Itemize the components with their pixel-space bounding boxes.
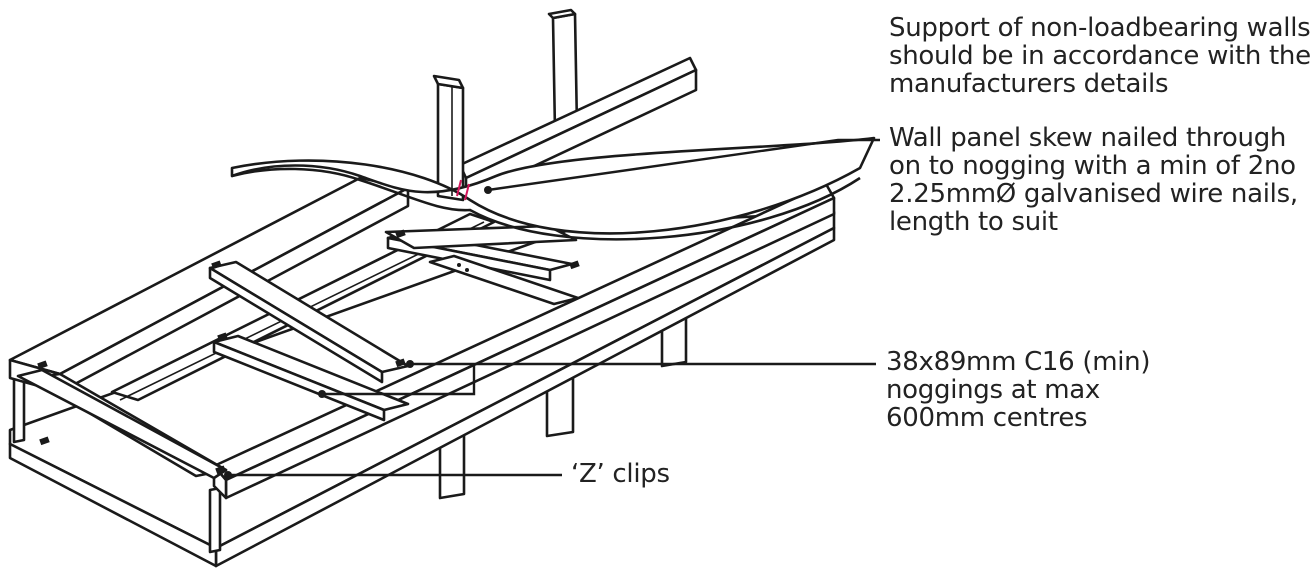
wall-stud-front xyxy=(432,74,465,202)
nogging-note-line: 38x89mm C16 (min) xyxy=(886,347,1151,377)
support-note-line: should be in accordance with the xyxy=(889,41,1311,71)
wall-panel-note-line: 2.25mmØ galvanised wire nails, xyxy=(889,179,1298,209)
skew-nail-marks xyxy=(456,179,470,201)
nogging-note-label: 38x89mm C16 (min) noggings at max 600mm … xyxy=(886,347,1151,433)
nogging-note-line: noggings at max xyxy=(886,375,1100,405)
z-clips xyxy=(37,229,580,475)
wall-panel-note-line: Wall panel skew nailed through xyxy=(889,123,1287,153)
wall-panel-note-label: Wall panel skew nailed through on to nog… xyxy=(889,124,1298,236)
support-note-label: Support of non-loadbearing walls should … xyxy=(889,14,1311,98)
nogging-note-line: 600mm centres xyxy=(886,403,1088,433)
wall-panel-note-line: on to nogging with a min of 2no xyxy=(889,151,1296,181)
z-clips-label: ‘Z’ clips xyxy=(571,459,670,489)
fixing-dot xyxy=(465,268,469,272)
leader-lines xyxy=(224,138,880,479)
fixing-dot xyxy=(457,263,461,267)
support-note-line: Support of non-loadbearing walls xyxy=(889,13,1311,43)
floor-frame xyxy=(8,176,836,500)
wall-panel-note-line: length to suit xyxy=(889,207,1058,237)
support-note-line: manufacturers details xyxy=(889,69,1169,99)
